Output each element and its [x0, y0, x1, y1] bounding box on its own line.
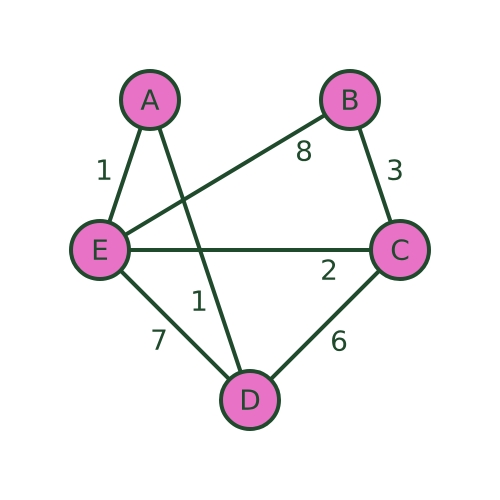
node-b-circle	[319, 69, 381, 131]
node-c: C	[369, 219, 431, 281]
edge-c-d	[248, 248, 402, 402]
node-a-circle	[119, 69, 181, 131]
weight-e-d: 7	[150, 324, 168, 357]
weight-a-e: 1	[95, 154, 113, 187]
node-b: B	[319, 69, 381, 131]
node-c-label: C	[390, 234, 410, 267]
node-d-label: D	[239, 384, 261, 417]
node-d-circle	[219, 369, 281, 431]
weight-b-e: 8	[295, 135, 313, 168]
node-b-label: B	[340, 84, 359, 117]
node-c-circle	[369, 219, 431, 281]
weight-b-c: 3	[386, 154, 404, 187]
node-a: A	[119, 69, 181, 131]
edge-b-e	[98, 98, 352, 252]
nodes-layer: A B C D E	[69, 69, 431, 431]
edge-e-d	[98, 248, 252, 402]
weight-a-d: 1	[190, 285, 208, 318]
edges-layer	[98, 98, 402, 402]
weight-c-d: 6	[330, 325, 348, 358]
node-e-circle	[69, 219, 131, 281]
weight-e-c: 2	[320, 254, 338, 287]
weights-layer: 1 1 8 3 2 7 6	[95, 135, 404, 358]
node-e-label: E	[91, 234, 109, 267]
node-e: E	[69, 219, 131, 281]
node-d: D	[219, 369, 281, 431]
node-a-label: A	[140, 84, 159, 117]
